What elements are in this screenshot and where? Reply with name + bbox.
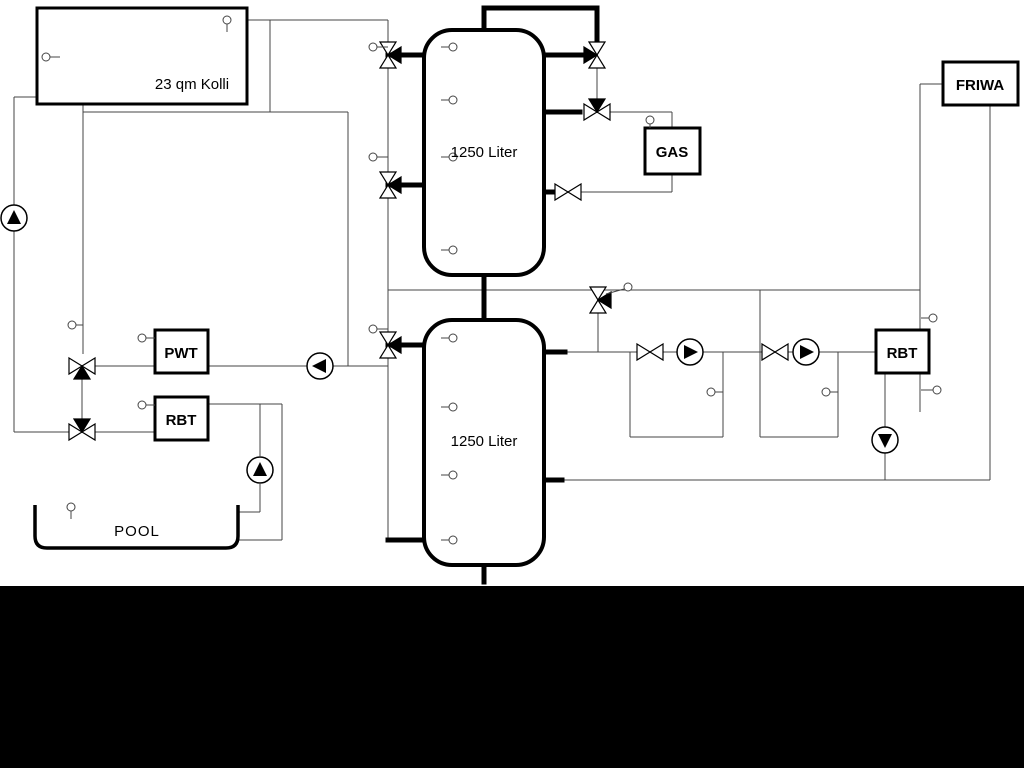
tank-valve-upper-top <box>378 41 402 69</box>
collector-label: 23 qm Kolli <box>155 76 229 93</box>
three-way-valve-collector <box>68 356 96 380</box>
rbt-left-sensor-icon <box>137 400 155 410</box>
column-sensor-icon <box>368 42 388 52</box>
tank-lower-label: 1250 Liter <box>451 433 518 450</box>
circuit1-pump <box>676 338 704 366</box>
riser-sensor-icon <box>921 313 938 323</box>
pwt-sensor-icon <box>137 333 155 343</box>
circuit1-valve <box>636 342 664 362</box>
letterbox-bottom <box>0 586 1024 768</box>
circuit1-sensor-icon <box>706 387 723 397</box>
temperature-sensors <box>41 15 942 545</box>
gas-return-valve <box>554 182 582 202</box>
tank-lower-sensor-icon <box>441 402 458 412</box>
rbt-right-pump <box>871 426 899 454</box>
mixing-valve-sensor-icon <box>605 282 633 295</box>
pwt-pump <box>306 352 334 380</box>
hydraulic-schematic: 23 qm Kolli 1250 Liter 1250 Liter PWT RB… <box>0 5 1020 585</box>
collector-sensor-icon <box>41 52 60 62</box>
pwt-heat-exchanger <box>153 328 210 375</box>
piping-thick <box>385 5 600 585</box>
rbt-right-label: RBT <box>887 345 918 362</box>
gas-boiler <box>643 126 702 176</box>
rbt-right-box <box>874 328 931 375</box>
pwt-label: PWT <box>164 345 197 362</box>
tank-lower-sensor-icon <box>441 333 458 343</box>
three-way-mixing-valve <box>588 286 612 314</box>
circuit2-sensor-icon <box>821 387 838 397</box>
gas-flow-valve <box>583 98 611 122</box>
circuit2-valve <box>761 342 789 362</box>
tank-lower-sensor-icon <box>441 470 458 480</box>
buffer-tank-lower <box>422 318 546 567</box>
rbt-left-box <box>153 395 210 442</box>
column-sensor-icon <box>368 152 388 162</box>
tank-upper-sensor-icon <box>441 95 458 105</box>
tank-upper-label: 1250 Liter <box>451 144 518 161</box>
circuit2-pump <box>792 338 820 366</box>
buffer-tank-upper <box>422 28 546 277</box>
schematic-canvas: 23 qm Kolli 1250 Liter 1250 Liter PWT RB… <box>0 0 1024 586</box>
collector-sensor-icon <box>222 15 232 32</box>
collector-pump <box>0 204 28 232</box>
tank-upper-sensor-icon <box>441 152 458 162</box>
tank-upper-sensor-icon <box>441 42 458 52</box>
tank-valve-lower-top <box>378 331 402 359</box>
friwa-label: FRIWA <box>956 77 1004 94</box>
solar-collector <box>35 6 249 106</box>
pool-sensor-icon <box>66 502 76 519</box>
pool-basin <box>33 505 240 550</box>
top-header-valve <box>583 41 607 69</box>
rbt-left-label: RBT <box>166 412 197 429</box>
pool-pump <box>246 456 274 484</box>
pool-label: POOL <box>114 523 160 540</box>
tank-lower-sensor-icon <box>441 535 458 545</box>
gas-label: GAS <box>656 144 689 161</box>
collector-line-sensor-icon <box>67 320 83 330</box>
piping-thin <box>13 19 991 541</box>
friwa-station <box>941 60 1020 107</box>
riser-sensor-icon <box>921 385 942 395</box>
gas-sensor-icon <box>645 115 655 128</box>
tank-valve-upper-mid <box>378 171 402 199</box>
tank-upper-sensor-icon <box>441 245 458 255</box>
three-way-valve-pool <box>68 418 96 442</box>
column-sensor-icon <box>368 324 388 334</box>
